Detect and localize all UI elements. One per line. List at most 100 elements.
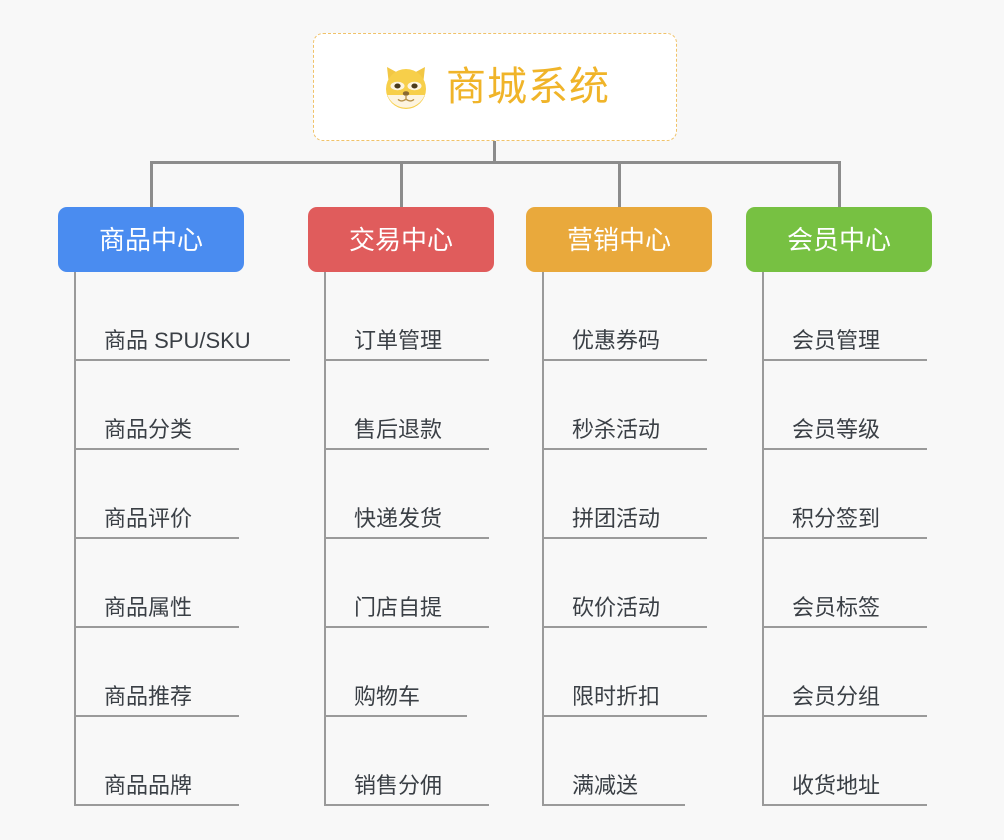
column-marketing-center: 营销中心 优惠券码 秒杀活动 拼团活动 砍价活动 限时折扣 <box>526 207 712 806</box>
leaf-underline <box>324 804 489 806</box>
leaf-label: 会员分组 <box>792 684 881 709</box>
root-node[interactable]: 商城系统 <box>313 33 677 141</box>
list-item[interactable]: 销售分佣 <box>324 717 494 806</box>
list-item[interactable]: 优惠券码 <box>542 272 712 361</box>
list-item[interactable]: 商品属性 <box>74 539 265 628</box>
connector-drop-1 <box>150 161 153 208</box>
connector-root-stem <box>493 141 496 163</box>
leaf-label: 会员标签 <box>792 595 881 620</box>
category-header-1[interactable]: 交易中心 <box>308 207 494 272</box>
column-spine <box>324 272 326 806</box>
list-item[interactable]: 售后退款 <box>324 361 494 450</box>
leaf-label: 收货地址 <box>792 773 881 798</box>
leaf-underline <box>324 448 489 450</box>
column-spine <box>542 272 544 806</box>
column-spine <box>762 272 764 806</box>
leaf-underline <box>762 448 927 450</box>
leaf-label: 购物车 <box>354 684 421 709</box>
connector-drop-3 <box>618 161 621 208</box>
leaf-underline <box>762 626 927 628</box>
leaf-label: 积分签到 <box>792 506 881 531</box>
leaf-underline <box>74 448 239 450</box>
category-header-2[interactable]: 营销中心 <box>526 207 712 272</box>
leaf-label: 拼团活动 <box>572 506 661 531</box>
leaf-underline <box>762 804 927 806</box>
list-item[interactable]: 收货地址 <box>762 717 932 806</box>
category-title: 商品中心 <box>98 224 203 255</box>
connector-drop-4 <box>838 161 841 208</box>
leaf-label: 秒杀活动 <box>572 417 661 442</box>
list-item[interactable]: 拼团活动 <box>542 450 712 539</box>
root-title: 商城系统 <box>446 65 610 109</box>
leaf-underline <box>542 537 707 539</box>
leaf-underline <box>74 626 239 628</box>
leaf-label: 优惠券码 <box>572 328 661 353</box>
list-item[interactable]: 购物车 <box>324 628 494 717</box>
leaf-label: 商品评价 <box>104 506 193 531</box>
connector-horizontal-bus <box>150 161 841 164</box>
leaf-underline <box>74 537 239 539</box>
leaf-underline <box>542 448 707 450</box>
leaf-label: 会员等级 <box>792 417 881 442</box>
leaf-list-1: 订单管理 售后退款 快递发货 门店自提 购物车 销售分佣 <box>308 272 494 806</box>
connector-drop-2 <box>400 161 403 208</box>
leaf-underline <box>762 537 927 539</box>
leaf-label: 商品推荐 <box>104 684 193 709</box>
leaf-underline <box>74 715 239 717</box>
list-item[interactable]: 会员分组 <box>762 628 932 717</box>
list-item[interactable]: 会员管理 <box>762 272 932 361</box>
list-item[interactable]: 秒杀活动 <box>542 361 712 450</box>
leaf-underline <box>762 359 927 361</box>
list-item[interactable]: 商品品牌 <box>74 717 265 806</box>
category-title: 交易中心 <box>348 224 453 255</box>
leaf-underline <box>762 715 927 717</box>
list-item[interactable]: 会员标签 <box>762 539 932 628</box>
leaf-label: 订单管理 <box>354 328 443 353</box>
column-product-center: 商品中心 商品 SPU/SKU 商品分类 商品评价 商品属性 商品推荐 <box>58 207 290 806</box>
leaf-label: 门店自提 <box>354 595 443 620</box>
leaf-label: 限时折扣 <box>572 684 661 709</box>
list-item[interactable]: 订单管理 <box>324 272 494 361</box>
list-item[interactable]: 商品推荐 <box>74 628 265 717</box>
leaf-underline <box>542 626 707 628</box>
category-header-0[interactable]: 商品中心 <box>58 207 244 272</box>
leaf-underline <box>74 804 239 806</box>
list-item[interactable]: 会员等级 <box>762 361 932 450</box>
shiba-dog-face-icon <box>380 61 432 113</box>
leaf-label: 销售分佣 <box>354 773 443 798</box>
list-item[interactable]: 门店自提 <box>324 539 494 628</box>
category-header-3[interactable]: 会员中心 <box>746 207 932 272</box>
leaf-underline <box>324 715 467 717</box>
leaf-label: 售后退款 <box>354 417 443 442</box>
leaf-list-0: 商品 SPU/SKU 商品分类 商品评价 商品属性 商品推荐 商品品牌 <box>58 272 290 806</box>
leaf-underline <box>324 537 489 539</box>
column-trade-center: 交易中心 订单管理 售后退款 快递发货 门店自提 购物车 <box>308 207 494 806</box>
leaf-underline <box>324 626 489 628</box>
leaf-list-3: 会员管理 会员等级 积分签到 会员标签 会员分组 收货地址 <box>746 272 932 806</box>
leaf-label: 商品分类 <box>104 417 193 442</box>
list-item[interactable]: 商品分类 <box>74 361 265 450</box>
column-spine <box>74 272 76 806</box>
leaf-label: 商品品牌 <box>104 773 193 798</box>
list-item[interactable]: 商品 SPU/SKU <box>74 272 290 361</box>
list-item[interactable]: 商品评价 <box>74 450 265 539</box>
list-item[interactable]: 积分签到 <box>762 450 932 539</box>
leaf-underline <box>74 359 290 361</box>
list-item[interactable]: 满减送 <box>542 717 712 806</box>
leaf-label: 满减送 <box>572 773 639 798</box>
leaf-label: 会员管理 <box>792 328 881 353</box>
category-title: 会员中心 <box>786 224 891 255</box>
leaf-underline <box>542 359 707 361</box>
leaf-label: 快递发货 <box>354 506 443 531</box>
leaf-underline <box>324 359 489 361</box>
leaf-underline <box>542 804 685 806</box>
leaf-label: 商品 SPU/SKU <box>104 328 251 353</box>
list-item[interactable]: 限时折扣 <box>542 628 712 717</box>
category-title: 营销中心 <box>566 224 671 255</box>
list-item[interactable]: 砍价活动 <box>542 539 712 628</box>
column-member-center: 会员中心 会员管理 会员等级 积分签到 会员标签 会员分组 <box>746 207 932 806</box>
leaf-list-2: 优惠券码 秒杀活动 拼团活动 砍价活动 限时折扣 满减送 <box>526 272 712 806</box>
leaf-label: 砍价活动 <box>572 595 661 620</box>
list-item[interactable]: 快递发货 <box>324 450 494 539</box>
